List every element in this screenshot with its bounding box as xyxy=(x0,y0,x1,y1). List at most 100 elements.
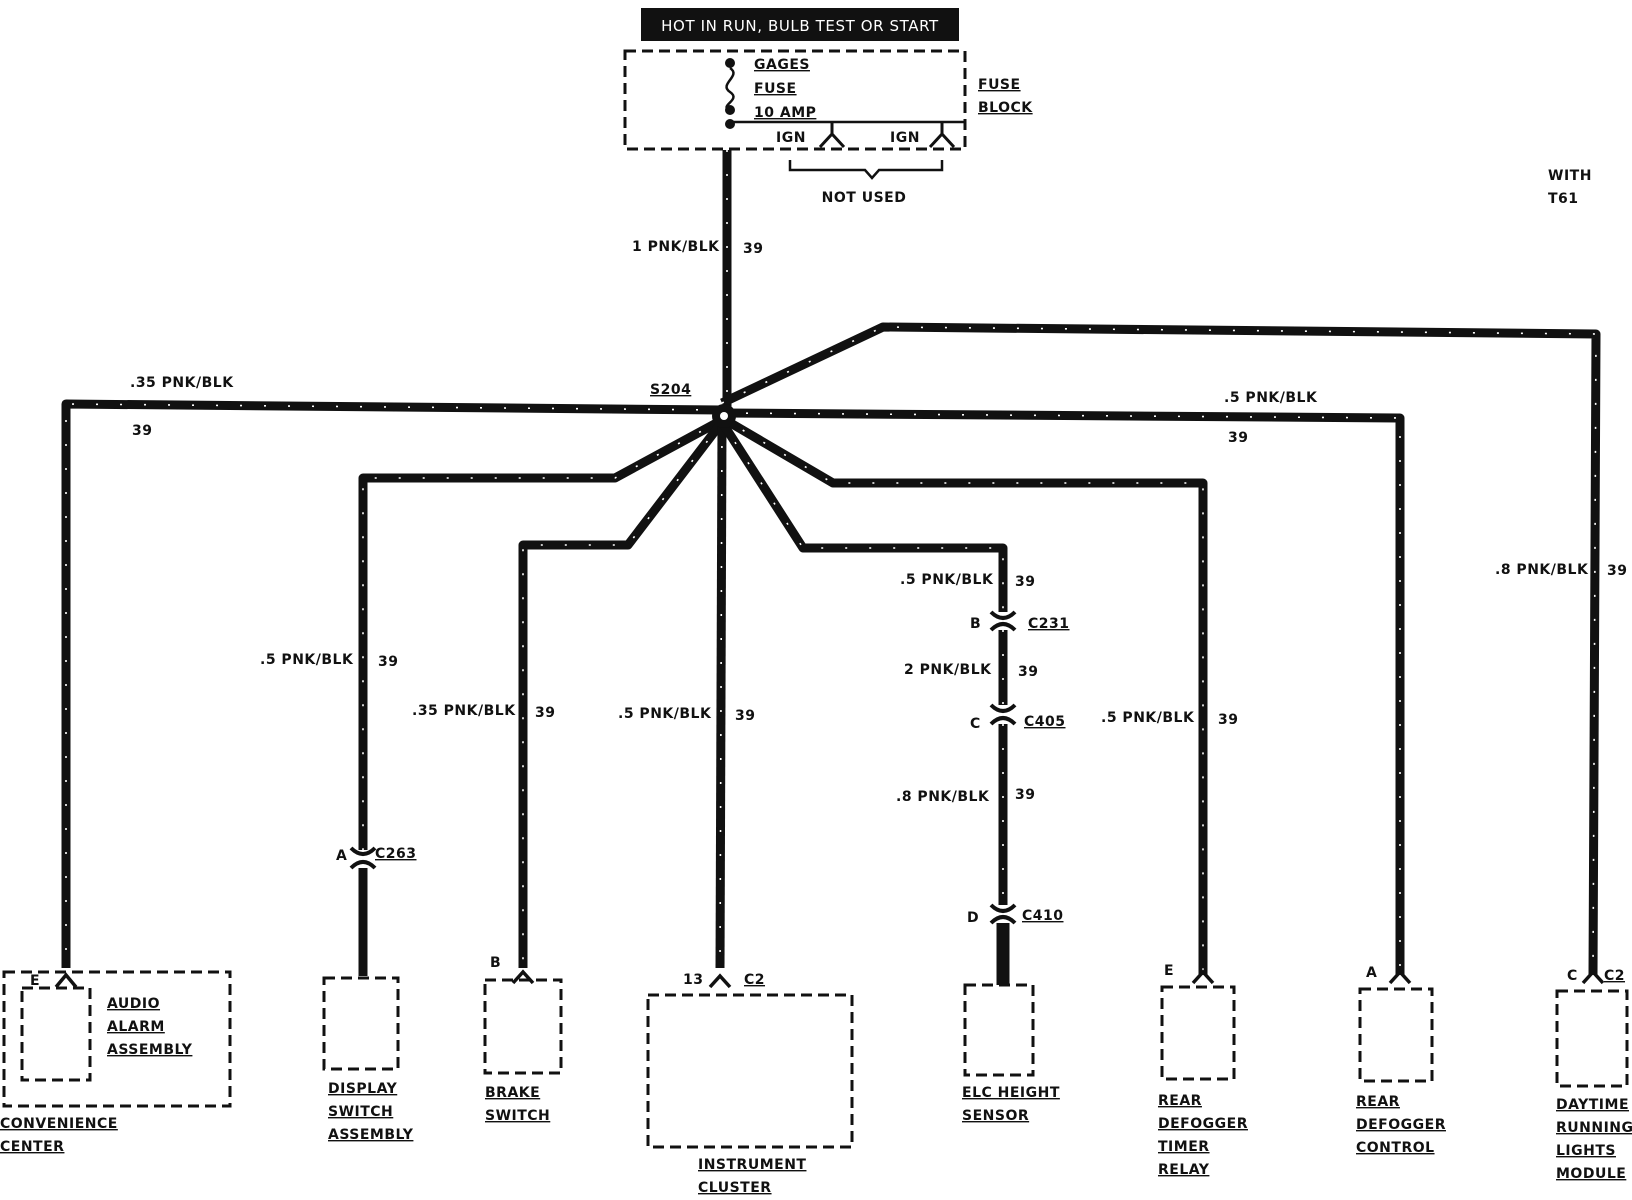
convenience-label-1: CONVENIENCE xyxy=(0,1116,118,1132)
brake-gauge-label: .35 PNK/BLK xyxy=(412,703,516,719)
component-daytime-running-lights-module: C C2 DAYTIME RUNNING LIGHTS MODULE xyxy=(1555,968,1632,1182)
display-label-2: SWITCH xyxy=(328,1104,393,1120)
fuse-line-3: 10 AMP xyxy=(754,105,816,121)
wire-defog xyxy=(721,408,1405,975)
component-display-switch: DISPLAY SWITCH ASSEMBLY xyxy=(322,976,414,1143)
elc-label-1: ELC HEIGHT xyxy=(962,1085,1060,1101)
terminal-icon xyxy=(708,973,732,989)
fuse-block-title-2: BLOCK xyxy=(978,100,1033,116)
c410-label: C410 xyxy=(1022,908,1064,924)
c263-label: C263 xyxy=(375,846,417,862)
defog-label-1: REAR xyxy=(1356,1094,1400,1110)
ign-left-label: IGN xyxy=(776,130,806,146)
cluster-pin: 13 xyxy=(683,972,703,988)
convenience-inner-1: AUDIO xyxy=(107,996,160,1012)
terminal-icon xyxy=(54,972,78,989)
convenience-inner-3: ASSEMBLY xyxy=(107,1042,193,1058)
drl-label-1: DAYTIME xyxy=(1556,1097,1629,1113)
wire-drl xyxy=(720,322,1601,976)
right-gauge-label: .5 PNK/BLK xyxy=(1224,390,1318,406)
wire-timer xyxy=(719,414,1208,975)
option-note-2: T61 xyxy=(1548,191,1579,207)
component-convenience-center: E AUDIO ALARM ASSEMBLY CONVENIENCE CENTE… xyxy=(0,970,232,1155)
brake-label-2: SWITCH xyxy=(485,1108,550,1124)
splice-s204: S204 xyxy=(650,382,736,428)
fuse-icon xyxy=(725,66,735,112)
display-gauge-label: .5 PNK/BLK xyxy=(260,652,354,668)
splice-label: S204 xyxy=(650,382,691,398)
not-used-brace xyxy=(788,160,944,180)
ign-left-terminal-icon xyxy=(818,121,846,149)
elc-gauge-2-label: 2 PNK/BLK xyxy=(904,662,992,678)
timer-pin: E xyxy=(1164,963,1174,979)
cluster-label-2: CLUSTER xyxy=(698,1180,772,1196)
convenience-label-2: CENTER xyxy=(0,1139,64,1155)
timer-label-3: TIMER xyxy=(1158,1139,1210,1155)
component-rear-defogger-timer-relay: E REAR DEFOGGER TIMER RELAY xyxy=(1158,963,1248,1178)
wire-elc xyxy=(718,419,1008,612)
component-brake-switch: B BRAKE SWITCH xyxy=(483,955,563,1124)
c231-pin: B xyxy=(970,616,981,632)
drl-conn: C2 xyxy=(1604,968,1625,984)
wire-cluster xyxy=(715,421,727,969)
elc-circuit-1-label: 39 xyxy=(1015,574,1035,590)
terminal-icon xyxy=(1581,969,1605,985)
fuse-block: GAGES FUSE 10 AMP IGN IGN FUSE BLOCK NOT… xyxy=(623,49,1033,206)
connector-c231: B C231 xyxy=(970,610,1070,632)
defog-label-3: CONTROL xyxy=(1356,1140,1435,1156)
right-circuit-label: 39 xyxy=(1228,430,1248,446)
elc-gauge-1-label: .5 PNK/BLK xyxy=(900,572,994,588)
timer-gauge-label: .5 PNK/BLK xyxy=(1101,710,1195,726)
drl-pin: C xyxy=(1567,968,1578,984)
drl-label-4: MODULE xyxy=(1556,1166,1626,1182)
wire-labels: 1 PNK/BLK 39 .35 PNK/BLK 39 .5 PNK/BLK 3… xyxy=(130,239,1627,805)
timer-label-4: RELAY xyxy=(1158,1162,1210,1178)
drl-label-3: LIGHTS xyxy=(1556,1143,1616,1159)
fuse-block-title-1: FUSE xyxy=(978,77,1021,93)
elc-gauge-3-label: .8 PNK/BLK xyxy=(896,789,990,805)
timer-circuit-label: 39 xyxy=(1218,712,1238,728)
connector-c405: C C405 xyxy=(970,703,1066,732)
not-used-label: NOT USED xyxy=(822,190,907,206)
timer-label-2: DEFOGGER xyxy=(1158,1116,1248,1132)
c410-pin: D xyxy=(967,910,979,926)
left-circuit-label: 39 xyxy=(132,423,152,439)
c405-pin: C xyxy=(970,716,981,732)
brake-circuit-label: 39 xyxy=(535,705,555,721)
cluster-gauge-label: .5 PNK/BLK xyxy=(618,706,712,722)
c263-pin: A xyxy=(336,848,347,864)
connector-c410: D C410 xyxy=(967,903,1064,926)
ign-right-terminal-icon xyxy=(928,121,956,149)
display-circuit-label: 39 xyxy=(378,654,398,670)
component-rear-defogger-control: A REAR DEFOGGER CONTROL xyxy=(1356,965,1446,1156)
convenience-inner-2: ALARM xyxy=(107,1019,165,1035)
component-instrument-cluster: 13 C2 INSTRUMENT CLUSTER xyxy=(646,972,854,1196)
wires xyxy=(61,150,1601,985)
display-label-3: ASSEMBLY xyxy=(328,1127,414,1143)
component-elc-height-sensor: ELC HEIGHT SENSOR xyxy=(962,983,1060,1124)
c405-label: C405 xyxy=(1024,714,1066,730)
fuse-block-outline xyxy=(623,49,967,151)
convenience-pin: E xyxy=(30,973,40,989)
drl-gauge-label: .8 PNK/BLK xyxy=(1495,562,1589,578)
connector-c263: A C263 xyxy=(336,846,417,870)
option-note-1: WITH xyxy=(1548,168,1592,184)
left-gauge-label: .35 PNK/BLK xyxy=(130,375,234,391)
drl-circuit-label: 39 xyxy=(1607,563,1627,579)
c231-label: C231 xyxy=(1028,616,1070,632)
cluster-conn: C2 xyxy=(744,972,765,988)
defog-label-2: DEFOGGER xyxy=(1356,1117,1446,1133)
elc-circuit-2-label: 39 xyxy=(1018,664,1038,680)
fuse-line-2: FUSE xyxy=(754,81,797,97)
display-label-1: DISPLAY xyxy=(328,1081,398,1097)
elc-label-2: SENSOR xyxy=(962,1108,1029,1124)
wire-brake xyxy=(518,419,726,968)
timer-label-1: REAR xyxy=(1158,1093,1202,1109)
inline-connectors: A C263 B C231 C C405 D C410 xyxy=(336,610,1070,926)
wire-display xyxy=(358,416,725,850)
main-gauge-label: 1 PNK/BLK xyxy=(632,239,720,255)
drl-label-2: RUNNING xyxy=(1556,1120,1632,1136)
fuse-line-1: GAGES xyxy=(754,57,810,73)
cluster-circuit-label: 39 xyxy=(735,708,755,724)
